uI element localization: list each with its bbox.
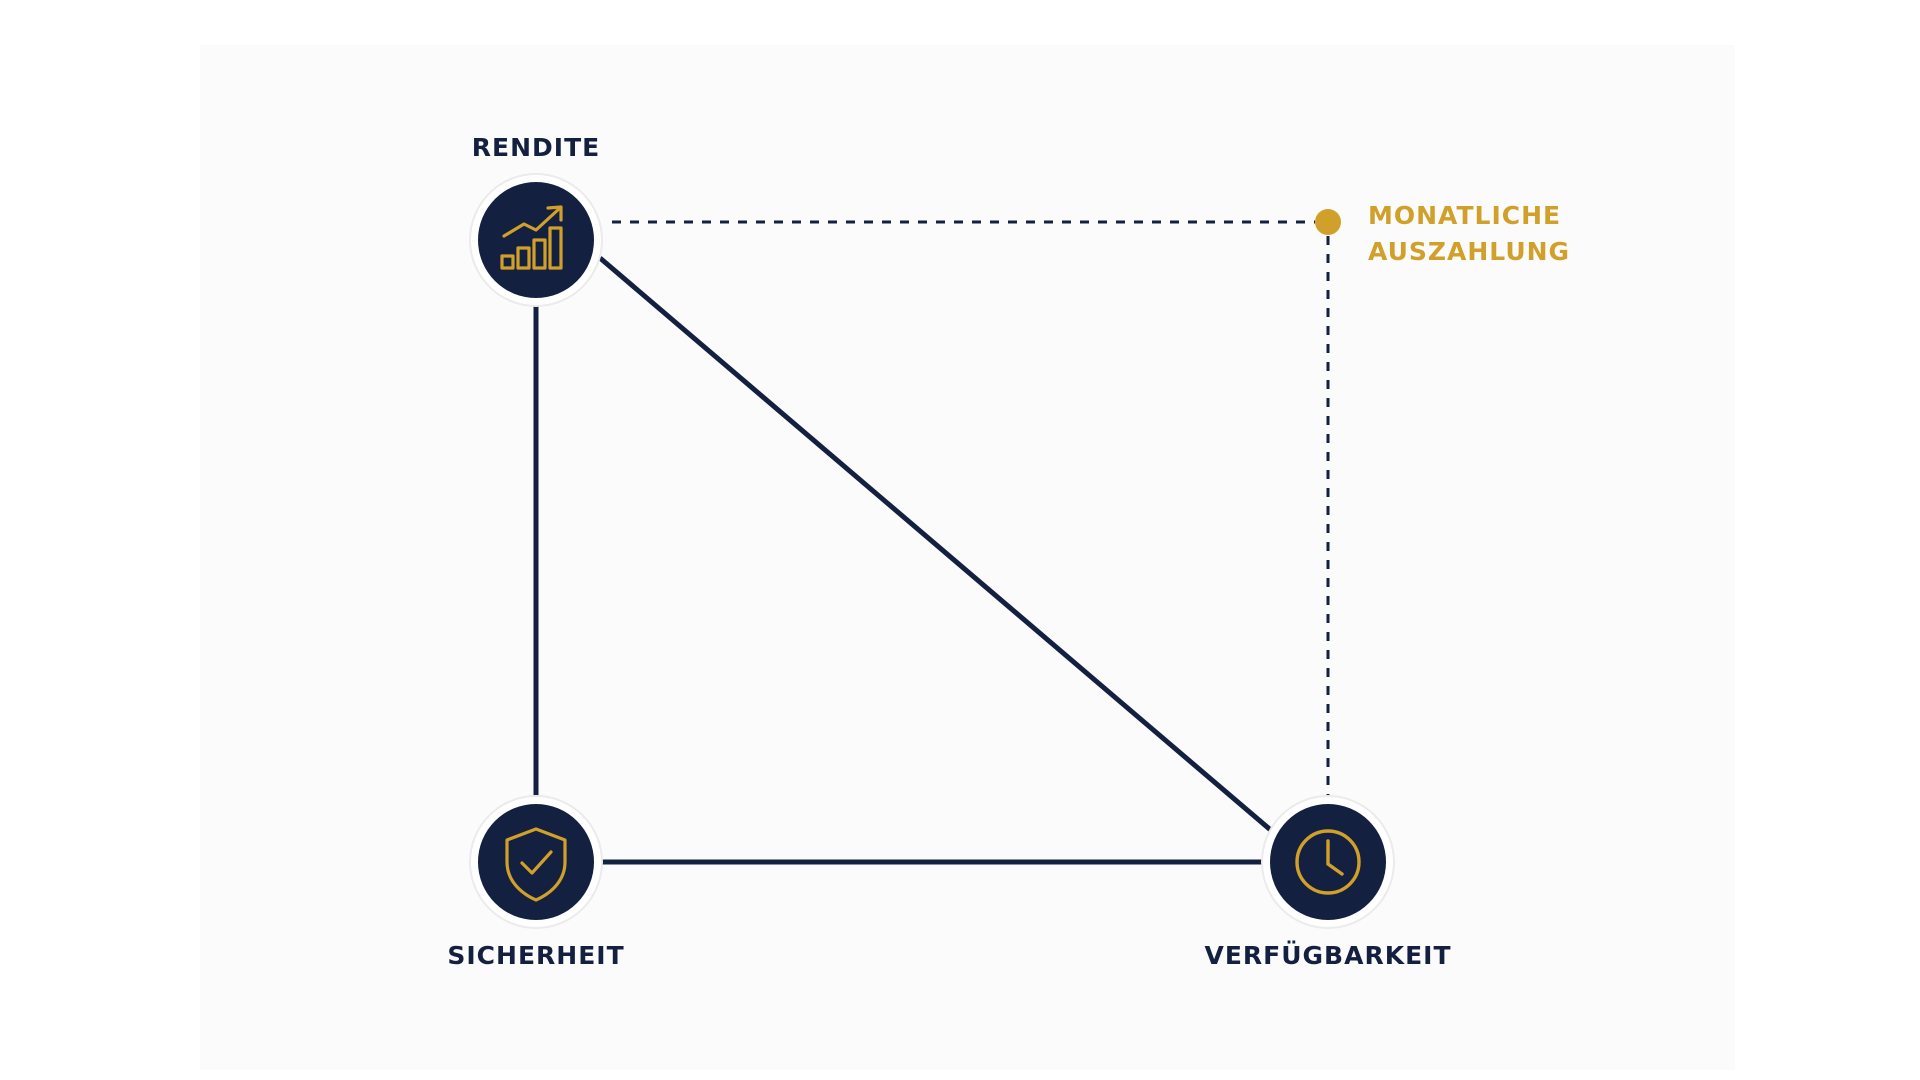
label-monthly-payout-line1: MONATLICHE: [1368, 201, 1562, 230]
clock-icon: [1295, 829, 1361, 895]
shield-check-icon: [505, 827, 567, 902]
edge-rendite-verfuegbarkeit: [598, 256, 1282, 840]
node-sicherheit: [469, 795, 603, 929]
node-rendite: [469, 173, 603, 307]
label-monthly-payout-line2: AUSZAHLUNG: [1368, 237, 1571, 266]
diagram-panel: [200, 45, 1735, 1070]
label-monthly-payout: MONATLICHE AUSZAHLUNG: [1368, 198, 1570, 270]
label-sicherheit: SICHERHEIT: [447, 941, 625, 970]
trending-chart-icon: [500, 205, 563, 270]
label-rendite: RENDITE: [471, 133, 601, 162]
node-verfuegbarkeit: [1261, 795, 1395, 929]
monthly-payout-marker: [1315, 209, 1341, 235]
label-verfuegbarkeit: VERFÜGBARKEIT: [1204, 941, 1452, 970]
